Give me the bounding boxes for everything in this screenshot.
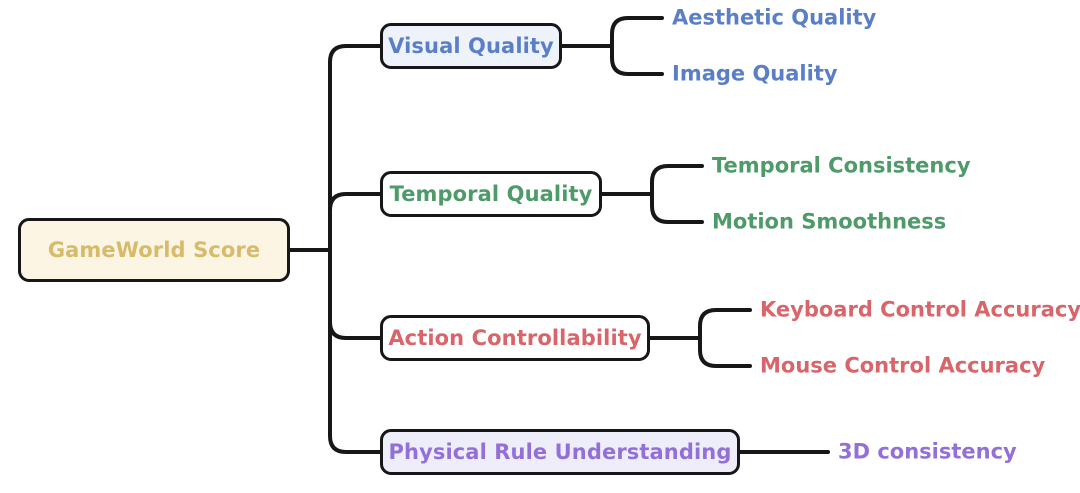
leaf-3d-consistency-label: 3D consistency: [838, 439, 1017, 464]
leaf-keyboard-control-accuracy[interactable]: Keyboard Control Accuracy: [760, 297, 1080, 322]
leaf-motion-smoothness[interactable]: Motion Smoothness: [712, 209, 947, 234]
node-branch-temporal-quality-label: Temporal Quality: [389, 182, 593, 206]
edge-action-controllability-to-keyboard-control-accuracy: [698, 308, 752, 328]
leaf-temporal-consistency-label: Temporal Consistency: [712, 153, 971, 178]
edge-temporal-quality-to-temporal-consistency: [650, 164, 704, 184]
leaf-motion-smoothness-label: Motion Smoothness: [712, 209, 947, 234]
edge-visual-quality-to-aesthetic-quality: [610, 16, 664, 36]
leaf-mouse-control-accuracy[interactable]: Mouse Control Accuracy: [760, 353, 1046, 378]
edge-root-to-physical-rule-understanding: [328, 434, 382, 454]
edge-temporal-quality-to-motion-smoothness: [650, 204, 704, 224]
node-branch-temporal-quality[interactable]: Temporal Quality: [380, 171, 602, 217]
leaf-mouse-control-accuracy-label: Mouse Control Accuracy: [760, 353, 1046, 378]
edge-action-controllability-to-mouse-control-accuracy: [698, 348, 752, 368]
node-root-gameworld-score[interactable]: GameWorld Score: [18, 218, 290, 282]
leaf-temporal-consistency[interactable]: Temporal Consistency: [712, 153, 971, 178]
leaf-image-quality-label: Image Quality: [672, 61, 838, 86]
node-branch-action-controllability-label: Action Controllability: [388, 326, 642, 350]
node-branch-action-controllability[interactable]: Action Controllability: [380, 315, 650, 361]
edge-root-to-action-controllability: [328, 320, 382, 340]
leaf-aesthetic-quality-label: Aesthetic Quality: [672, 5, 877, 30]
node-branch-visual-quality-label: Visual Quality: [388, 34, 554, 58]
leaf-aesthetic-quality[interactable]: Aesthetic Quality: [672, 5, 877, 30]
edge-root-to-visual-quality: [328, 44, 382, 64]
leaf-keyboard-control-accuracy-label: Keyboard Control Accuracy: [760, 297, 1080, 322]
edge-root-to-temporal-quality: [328, 192, 382, 212]
edge-visual-quality-to-image-quality: [610, 56, 664, 76]
node-branch-visual-quality[interactable]: Visual Quality: [380, 23, 562, 69]
leaf-3d-consistency[interactable]: 3D consistency: [838, 439, 1017, 464]
node-branch-physical-rule-understanding[interactable]: Physical Rule Understanding: [380, 429, 740, 475]
node-branch-physical-rule-understanding-label: Physical Rule Understanding: [388, 440, 732, 464]
leaf-image-quality[interactable]: Image Quality: [672, 61, 838, 86]
node-root-label: GameWorld Score: [47, 238, 261, 262]
